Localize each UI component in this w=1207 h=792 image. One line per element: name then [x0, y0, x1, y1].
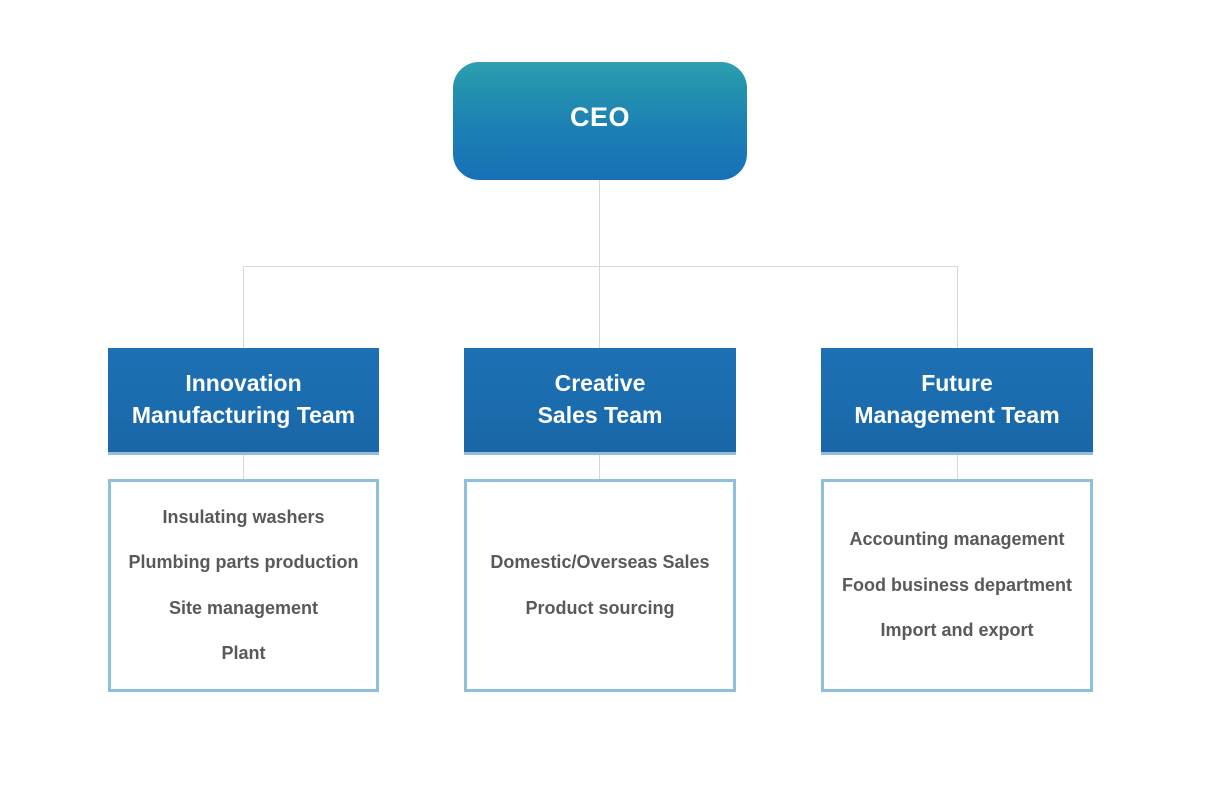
detail-box-innovation: Insulating washers Plumbing parts produc… [108, 479, 379, 692]
team-title-future: Future Management Team [854, 370, 1060, 428]
detail-item: Accounting management [849, 529, 1065, 550]
connector-drop-innovation [243, 266, 244, 348]
detail-box-creative: Domestic/Overseas Sales Product sourcing [464, 479, 736, 692]
connector-drop-creative [599, 266, 600, 348]
detail-item: Food business department [841, 574, 1073, 595]
team-title-creative: Creative Sales Team [537, 370, 663, 428]
org-branch-future: Future Management Team Accounting manage… [821, 348, 1093, 692]
connector-creative-to-details [599, 455, 600, 479]
detail-item: Import and export [880, 620, 1034, 641]
org-branch-innovation: Innovation Manufacturing Team Insulating… [108, 348, 379, 692]
connector-future-to-details [957, 455, 958, 479]
team-box-future[interactable]: Future Management Team [821, 348, 1093, 455]
detail-item: Insulating washers [162, 506, 325, 527]
detail-item: Plant [221, 642, 266, 663]
detail-item: Site management [168, 597, 319, 618]
connector-drop-future [957, 266, 958, 348]
team-box-innovation[interactable]: Innovation Manufacturing Team [108, 348, 379, 455]
ceo-label: CEO [569, 101, 630, 132]
detail-item: Product sourcing [525, 597, 675, 618]
ceo-node[interactable]: CEO [453, 62, 747, 180]
connector-horizontal-bus [243, 266, 958, 267]
detail-item: Domestic/Overseas Sales [490, 552, 710, 573]
detail-item: Plumbing parts production [128, 552, 359, 573]
team-title-innovation: Innovation Manufacturing Team [131, 370, 356, 428]
detail-box-future: Accounting management Food business depa… [821, 479, 1093, 692]
team-box-creative[interactable]: Creative Sales Team [464, 348, 736, 455]
connector-ceo-stem [599, 180, 600, 267]
org-branch-creative: Creative Sales Team Domestic/Overseas Sa… [464, 348, 736, 692]
connector-innovation-to-details [243, 455, 244, 479]
